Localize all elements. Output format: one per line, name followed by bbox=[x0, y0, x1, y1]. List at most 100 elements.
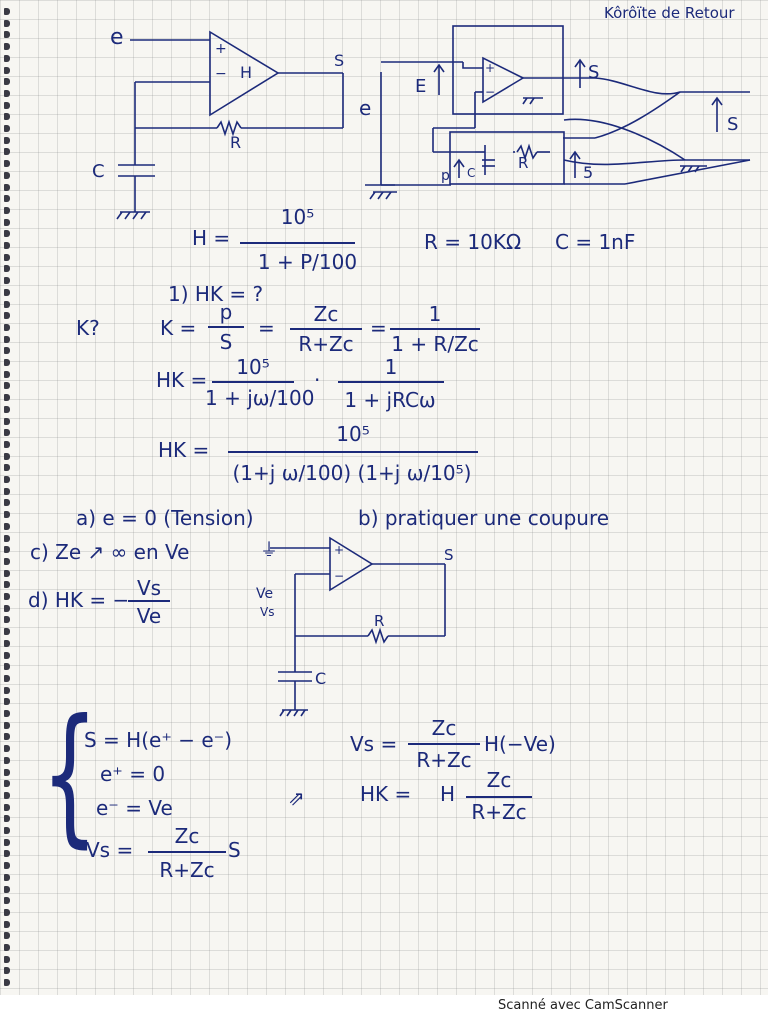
binding-hole bbox=[4, 335, 10, 343]
k-f3-den: 1 + R/Zc bbox=[391, 332, 479, 356]
binding-hole bbox=[4, 183, 10, 191]
binding-hole bbox=[4, 429, 10, 437]
c3-plus-label: + bbox=[334, 543, 344, 557]
binding-hole bbox=[4, 66, 10, 74]
binding-hole bbox=[4, 160, 10, 168]
result-vs-lhs: Vs = bbox=[350, 732, 398, 756]
c1-minus-label: − bbox=[215, 66, 227, 82]
binding-hole bbox=[4, 8, 10, 15]
binding-hole bbox=[4, 464, 10, 472]
c2-feedback-left-label: p bbox=[441, 168, 450, 184]
binding-hole bbox=[4, 89, 10, 97]
binding-hole bbox=[4, 54, 10, 62]
c2-capacitor-label: C bbox=[467, 166, 475, 180]
binding-hole bbox=[4, 218, 10, 226]
binding-hole bbox=[4, 908, 10, 916]
binding-hole bbox=[4, 604, 10, 612]
k-f2-den: R+Zc bbox=[298, 332, 354, 356]
answer-d-bar bbox=[128, 600, 170, 602]
binding-hole bbox=[4, 171, 10, 179]
c2-feedback-right-label: 5 bbox=[583, 163, 593, 182]
binding-hole bbox=[4, 534, 10, 542]
binding-hole bbox=[4, 487, 10, 495]
binding-hole bbox=[4, 932, 10, 940]
binding-hole bbox=[4, 405, 10, 413]
hk1-f1-bar bbox=[212, 381, 294, 383]
binding-hole bbox=[4, 721, 10, 729]
binding-hole bbox=[4, 546, 10, 554]
binding-hole bbox=[4, 370, 10, 378]
binding-hole bbox=[4, 639, 10, 647]
hk1-lhs: HK = bbox=[156, 368, 208, 392]
result-vs-rhs: H(−Ve) bbox=[484, 732, 556, 756]
answer-d-den: Ve bbox=[136, 604, 162, 628]
binding-hole bbox=[4, 651, 10, 659]
binding-hole bbox=[4, 581, 10, 589]
hk2-num: 10⁵ bbox=[336, 422, 370, 446]
system-line-4-den: R+Zc bbox=[159, 858, 215, 882]
k-f3-num: 1 bbox=[428, 302, 442, 326]
c2-plus-label: + bbox=[485, 61, 495, 75]
binding-hole bbox=[4, 569, 10, 577]
hk1-f1-den: 1 + jω/100 bbox=[205, 386, 315, 410]
k-label: K? bbox=[76, 316, 100, 340]
hk2-den: (1+j ω/100) (1+j ω/10⁵) bbox=[232, 461, 472, 485]
c3-minus-label: − bbox=[334, 569, 344, 583]
answer-a: a) e = 0 (Tension) bbox=[76, 506, 254, 530]
system-line-4-lhs: Vs = bbox=[86, 838, 134, 862]
binding-hole bbox=[4, 31, 10, 39]
c2-source-label: E bbox=[415, 76, 426, 97]
binding-hole bbox=[4, 791, 10, 799]
binding-hole bbox=[4, 125, 10, 132]
r-value: R = 10KΩ bbox=[424, 230, 522, 254]
binding-hole bbox=[4, 323, 10, 331]
binding-hole bbox=[4, 230, 10, 238]
system-line-1: S = H(e⁺ − e⁻) bbox=[84, 728, 233, 752]
binding-hole bbox=[4, 698, 10, 706]
k-eq-lhs: K = bbox=[160, 316, 197, 340]
binding-hole bbox=[4, 897, 10, 905]
binding-hole bbox=[4, 850, 10, 858]
result-hk-bar bbox=[466, 796, 532, 798]
binding-hole bbox=[4, 417, 10, 425]
binding-hole bbox=[4, 288, 10, 296]
answer-d-num: Vs bbox=[136, 576, 162, 600]
circuit-2-diagram: e E + − S S R C p 5 bbox=[359, 25, 751, 200]
hk1-dot: · bbox=[314, 368, 321, 392]
hk2-lhs: HK = bbox=[158, 438, 210, 462]
binding-hole bbox=[4, 440, 10, 448]
c3-ve-label: Ve bbox=[256, 586, 273, 602]
binding-hole bbox=[4, 206, 10, 214]
binding-hole bbox=[4, 265, 10, 273]
binding-hole bbox=[4, 674, 10, 682]
binding-hole bbox=[4, 19, 10, 27]
binding-hole bbox=[4, 885, 10, 893]
binding-hole bbox=[4, 148, 10, 156]
k-f3-bar bbox=[390, 328, 480, 330]
hk2-fraction-bar bbox=[228, 451, 478, 453]
c1-input-label: e bbox=[110, 25, 124, 50]
k-f2-bar bbox=[290, 328, 362, 330]
answer-d-lhs: d) HK = − bbox=[28, 588, 130, 612]
result-vs-num: Zc bbox=[431, 716, 457, 740]
h-def-lhs: H = bbox=[192, 226, 231, 250]
k-f2-num: Zc bbox=[313, 302, 339, 326]
binding-hole bbox=[4, 312, 10, 320]
c1-plus-label: + bbox=[215, 41, 227, 57]
binding-hole bbox=[4, 780, 10, 788]
binding-hole bbox=[4, 195, 10, 203]
c2-input-label: e bbox=[359, 96, 371, 120]
h-def-fraction-bar bbox=[240, 242, 355, 244]
hk1-f2-bar bbox=[338, 381, 444, 383]
circuit-1-diagram: e + − H S R C bbox=[92, 25, 344, 220]
binding-hole bbox=[4, 838, 10, 846]
result-hk-num: Zc bbox=[486, 768, 512, 792]
binding-hole bbox=[4, 733, 10, 741]
binding-hole bbox=[4, 745, 10, 753]
hk1-f2-num: 1 bbox=[384, 355, 398, 379]
implies-arrow-icon: ⇗ bbox=[288, 786, 305, 810]
binding-hole bbox=[4, 253, 10, 261]
h-def-den: 1 + P/100 bbox=[257, 250, 358, 274]
system-line-4-rhs: S bbox=[228, 838, 241, 862]
k-f1-bar bbox=[208, 326, 244, 328]
